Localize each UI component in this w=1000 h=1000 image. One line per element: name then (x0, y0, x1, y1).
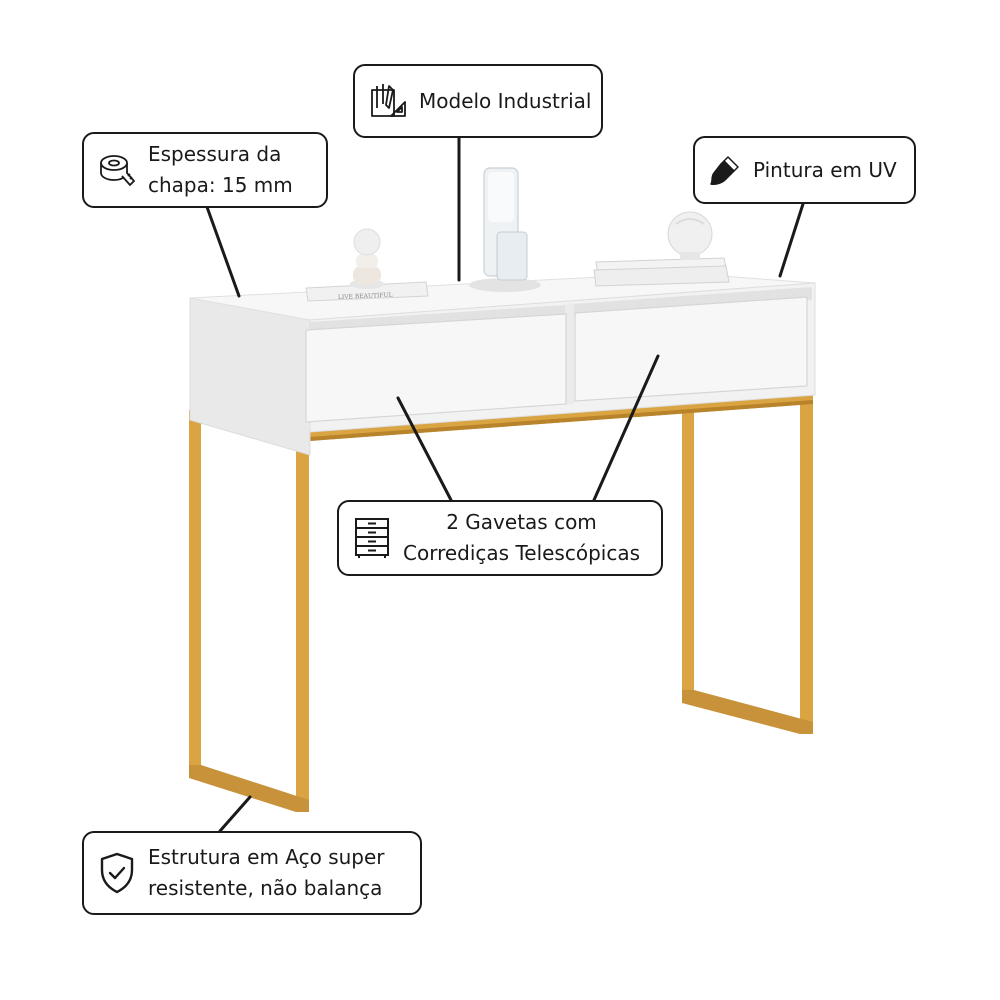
drawer-left[interactable] (305, 313, 567, 423)
callout-text-line: resistente, não balança (148, 876, 383, 900)
callout-text-line: Corrediças Telescópicas (403, 541, 641, 565)
decor-sphere (667, 211, 713, 260)
callout-text-line: Espessura da (148, 142, 282, 166)
decor-sculpture (350, 228, 384, 289)
callout-pintura-uv: Pintura em UV (693, 136, 916, 204)
book-spine-text: LIVE BEAUTIFUL (338, 292, 393, 301)
drawer-cabinet-icon (351, 517, 393, 559)
callout-text-line: Modelo Industrial (419, 88, 592, 113)
callout-text-line: Pintura em UV (753, 157, 897, 182)
callout-gavetas: 2 Gavetas com Corrediças Telescópicas (337, 500, 663, 576)
callout-estrutura-aco: Estrutura em Aço super resistente, não b… (82, 831, 422, 915)
decor-carafe (469, 167, 541, 292)
measuring-tape-icon (96, 149, 138, 191)
decor-book-left: LIVE BEAUTIFUL (305, 281, 429, 302)
callout-text-line: chapa: 15 mm (148, 173, 293, 197)
paint-brush-icon (707, 149, 743, 191)
drafting-tools-icon (367, 80, 409, 122)
leader-lines (205, 135, 805, 833)
callout-text-line: 2 Gavetas com (446, 510, 597, 534)
callout-modelo-industrial: Modelo Industrial (353, 64, 603, 138)
shield-check-icon (96, 852, 138, 894)
drawer-right[interactable] (574, 296, 808, 402)
callout-text-line: Estrutura em Aço super (148, 845, 385, 869)
callout-espessura-chapa: Espessura da chapa: 15 mm (82, 132, 328, 208)
front-leg-frame (189, 392, 813, 812)
decor-books-right (593, 257, 730, 287)
rear-leg-frame (682, 392, 813, 734)
